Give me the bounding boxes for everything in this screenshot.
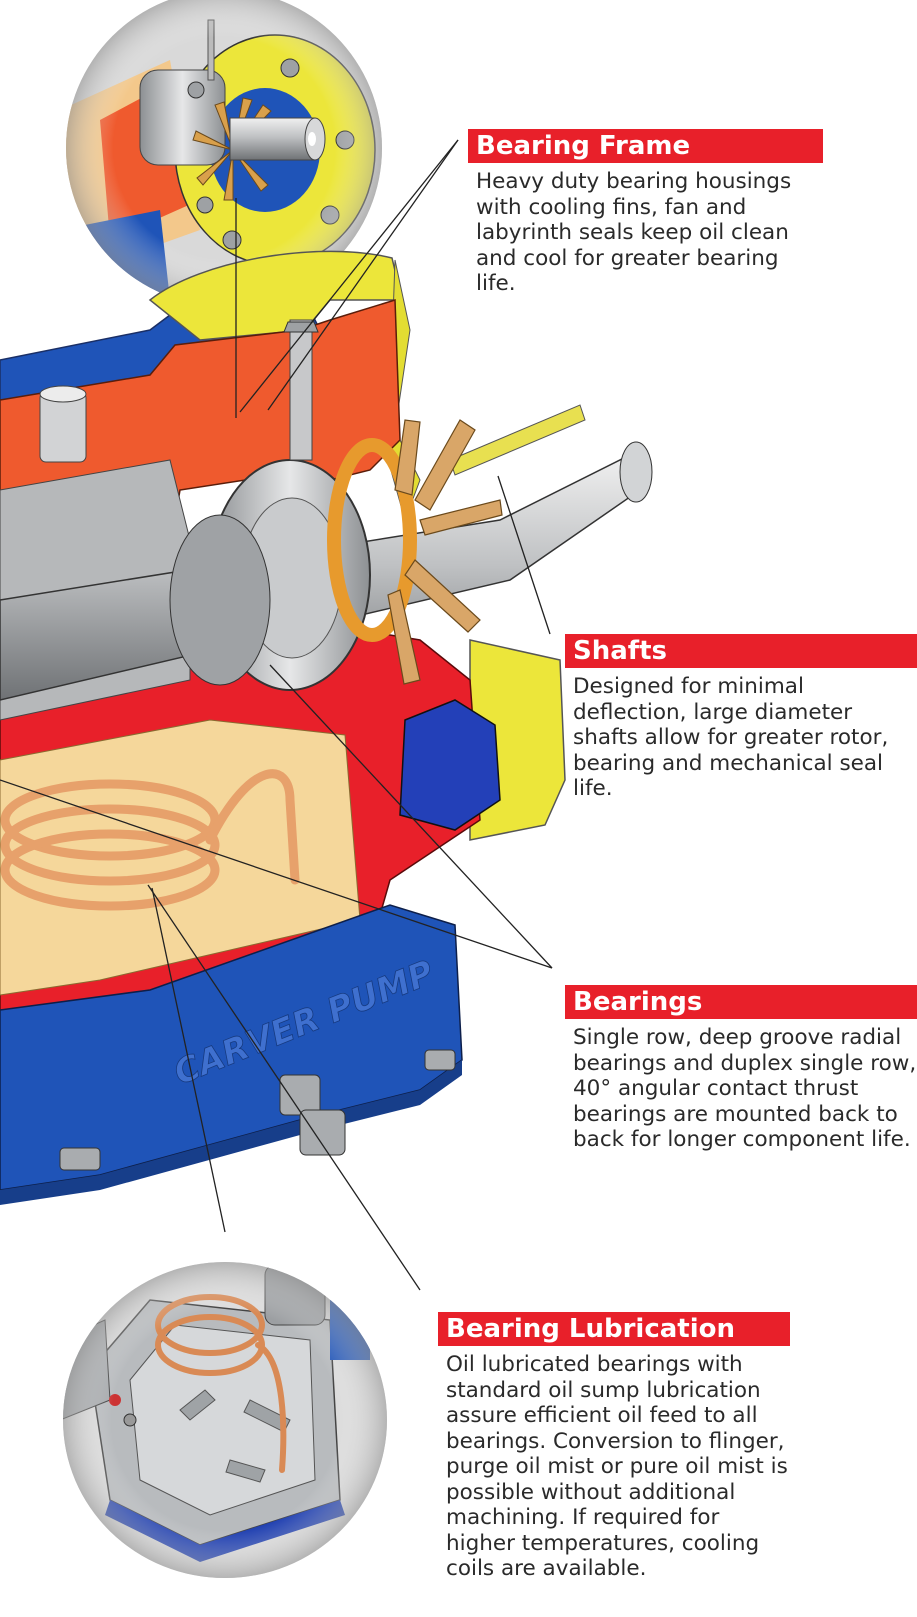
callout-bearing-lubrication: Bearing Lubrication Oil lubricated beari…	[438, 1312, 790, 1582]
leader-lines	[0, 139, 553, 1291]
callout-body-bearing-lubrication: Oil lubricated bearings with standard oi…	[446, 1352, 788, 1581]
callout-bearings: Bearings Single row, deep groove radial …	[565, 985, 917, 1153]
leader-bearing-frame-lower	[239, 139, 459, 413]
leader-lubrication-coil	[151, 887, 226, 1233]
pump-cutaway-body: CARVER PUMP	[0, 250, 653, 1205]
callout-title-bearing-frame: Bearing Frame	[468, 129, 823, 163]
callout-title-shafts: Shafts	[565, 634, 917, 668]
leader-bearings-b	[0, 779, 553, 969]
callout-body-bearing-frame: Heavy duty bearing housings with cooling…	[476, 169, 792, 296]
callout-bearing-frame: Bearing Frame Heavy duty bearing housing…	[468, 129, 823, 297]
callout-body-bearings: Single row, deep groove radial bearings …	[573, 1025, 917, 1152]
callout-title-bearing-lubrication: Bearing Lubrication	[438, 1312, 790, 1346]
leader-shafts	[497, 475, 551, 635]
callout-title-bearings: Bearings	[565, 985, 917, 1019]
lubrication-detail-bubble	[63, 1262, 387, 1578]
callout-body-shafts: Designed for minimal deflection, large d…	[573, 674, 889, 801]
leader-bearings-a	[269, 664, 553, 969]
leader-bearing-frame	[267, 139, 459, 411]
callout-shafts: Shafts Designed for minimal deflection, …	[565, 634, 917, 802]
leader-lubrication-sump	[147, 884, 421, 1291]
